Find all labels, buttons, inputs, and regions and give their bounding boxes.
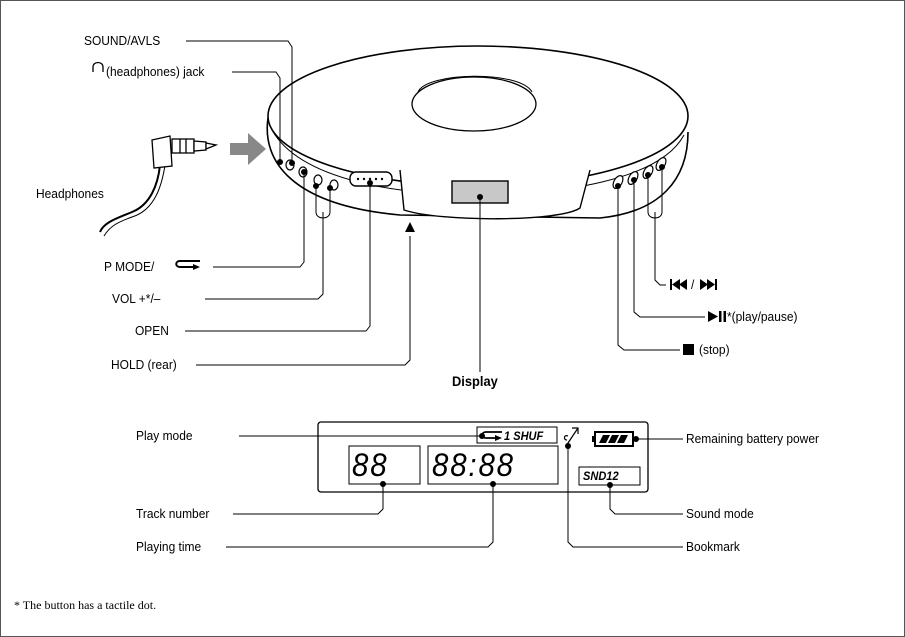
label-playing-time: Playing time <box>136 539 202 554</box>
lcd-time-digits: 88:88 <box>432 447 515 483</box>
footnote: * The button has a tactile dot. <box>14 598 157 612</box>
label-display: Display <box>452 373 498 389</box>
headphones-glyph-icon <box>92 61 104 72</box>
callout-lines <box>185 40 705 372</box>
stop-icon <box>683 344 694 355</box>
label-remaining-battery: Remaining battery power <box>686 431 819 446</box>
battery-icon <box>592 431 634 447</box>
label-hold: HOLD (rear) <box>111 357 177 372</box>
label-headphones: Headphones <box>36 186 104 201</box>
label-headphones-jack: (headphones) jack <box>106 64 205 79</box>
label-vol: VOL +*/– <box>112 291 161 306</box>
prev-next-icon <box>670 279 717 290</box>
label-p-mode: P MODE/ <box>104 259 155 274</box>
play-pause-icon <box>708 311 726 322</box>
lcd-callout-dots <box>380 433 639 488</box>
cd-player-body <box>266 45 689 232</box>
lcd-shuffle-text: 1 SHUF <box>504 429 544 443</box>
label-play-mode: Play mode <box>136 428 193 443</box>
repeat-arrow-icon <box>175 260 200 270</box>
lcd-sound-mode: SND12 <box>583 469 619 483</box>
label-open: OPEN <box>135 323 169 338</box>
lcd-callout-lines <box>226 435 683 548</box>
insert-arrow <box>230 133 266 165</box>
label-sound-mode: Sound mode <box>686 506 754 521</box>
label-play-pause: *(play/pause) <box>727 309 798 324</box>
label-sound-avls: SOUND/AVLS <box>84 33 161 48</box>
headphones-icon <box>99 135 219 237</box>
label-stop: (stop) <box>699 342 730 357</box>
label-prev-next-separator: / <box>691 277 695 292</box>
callout-dots <box>277 159 665 200</box>
lcd-track-digits: 88 <box>352 447 389 483</box>
label-track-number: Track number <box>136 506 210 521</box>
label-bookmark: Bookmark <box>686 539 740 554</box>
